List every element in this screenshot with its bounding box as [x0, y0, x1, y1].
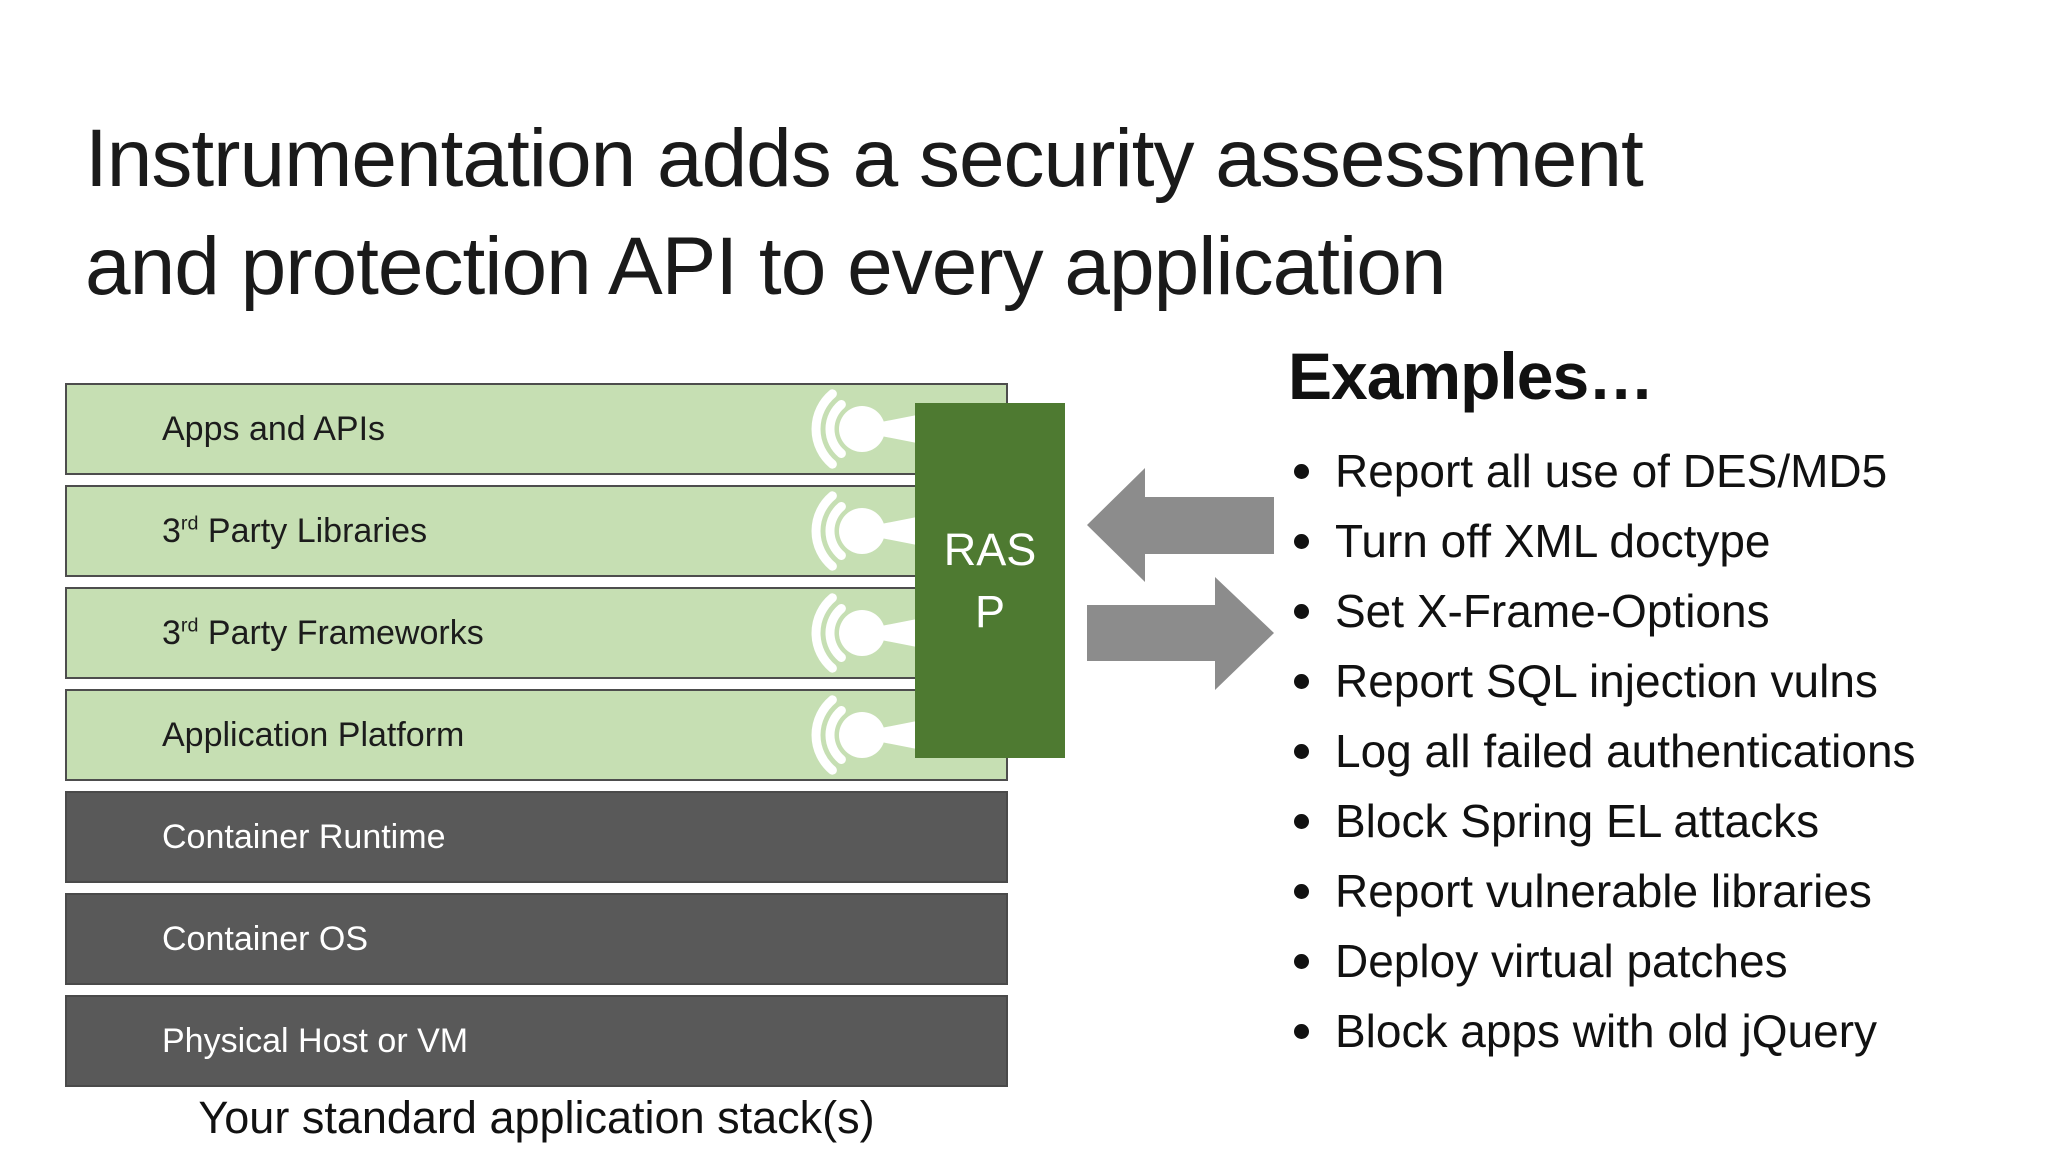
list-item: Report all use of DES/MD5	[1288, 436, 2048, 506]
signal-probe-icon	[811, 491, 917, 571]
list-item-text: Deploy virtual patches	[1335, 935, 1788, 987]
title-line-1: Instrumentation adds a security assessme…	[85, 112, 1644, 204]
arrow-left-icon	[1087, 468, 1274, 582]
bullet-dot-icon	[1294, 1023, 1309, 1039]
slide-title: Instrumentation adds a security assessme…	[85, 105, 1965, 321]
list-item: Set X-Frame-Options	[1288, 576, 2048, 646]
arrow-right-icon	[1087, 577, 1274, 690]
list-item-text: Report vulnerable libraries	[1335, 865, 1872, 917]
stack-row-label: 3rd Party Libraries	[162, 511, 428, 550]
stack-row-label: Apps and APIs	[162, 409, 386, 448]
title-line-2: and protection API to every application	[85, 220, 1446, 312]
bullet-dot-icon	[1294, 673, 1309, 689]
list-item: Turn off XML doctype	[1288, 506, 2048, 576]
list-item: Log all failed authentications	[1288, 716, 2048, 786]
stack-row-label: Container OS	[162, 919, 368, 958]
bullet-dot-icon	[1294, 533, 1309, 549]
stack-row-container-runtime: Container Runtime	[65, 791, 1008, 883]
stack-row-label: 3rd Party Frameworks	[162, 613, 484, 652]
list-item: Block apps with old jQuery	[1288, 996, 2048, 1066]
examples-list: Report all use of DES/MD5 Turn off XML d…	[1288, 436, 2048, 1066]
list-item: Report vulnerable libraries	[1288, 856, 2048, 926]
list-item-text: Report SQL injection vulns	[1335, 655, 1878, 707]
list-item-text: Report all use of DES/MD5	[1335, 445, 1888, 497]
bullet-dot-icon	[1294, 883, 1309, 899]
bullet-dot-icon	[1294, 603, 1309, 619]
list-item: Report SQL injection vulns	[1288, 646, 2048, 716]
stack-row-label: Container Runtime	[162, 817, 446, 856]
list-item-text: Set X-Frame-Options	[1335, 585, 1770, 637]
stack-row-container-os: Container OS	[65, 893, 1008, 985]
bullet-dot-icon	[1294, 743, 1309, 759]
rasp-label-line-2: P	[974, 585, 1005, 637]
list-item-text: Block Spring EL attacks	[1335, 795, 1820, 847]
stack-row-label: Application Platform	[162, 715, 465, 754]
signal-probe-icon	[811, 593, 917, 673]
list-item-text: Turn off XML doctype	[1335, 515, 1771, 567]
signal-probe-icon	[811, 389, 917, 469]
signal-probe-icon	[811, 695, 917, 775]
bullet-dot-icon	[1294, 813, 1309, 829]
rasp-label-line-1: RAS	[943, 523, 1037, 575]
list-item-text: Log all failed authentications	[1335, 725, 1916, 777]
examples-heading: Examples…	[1288, 339, 1654, 413]
bullet-dot-icon	[1294, 463, 1309, 479]
stack-row-label: Physical Host or VM	[162, 1021, 469, 1060]
list-item: Deploy virtual patches	[1288, 926, 2048, 996]
bullet-dot-icon	[1294, 953, 1309, 969]
stack-caption: Your standard application stack(s)	[198, 1092, 875, 1143]
list-item: Block Spring EL attacks	[1288, 786, 2048, 856]
list-item-text: Block apps with old jQuery	[1335, 1005, 1878, 1057]
stack-row-physical-host-or-vm: Physical Host or VM	[65, 995, 1008, 1087]
rasp-box: RAS P	[915, 403, 1065, 758]
